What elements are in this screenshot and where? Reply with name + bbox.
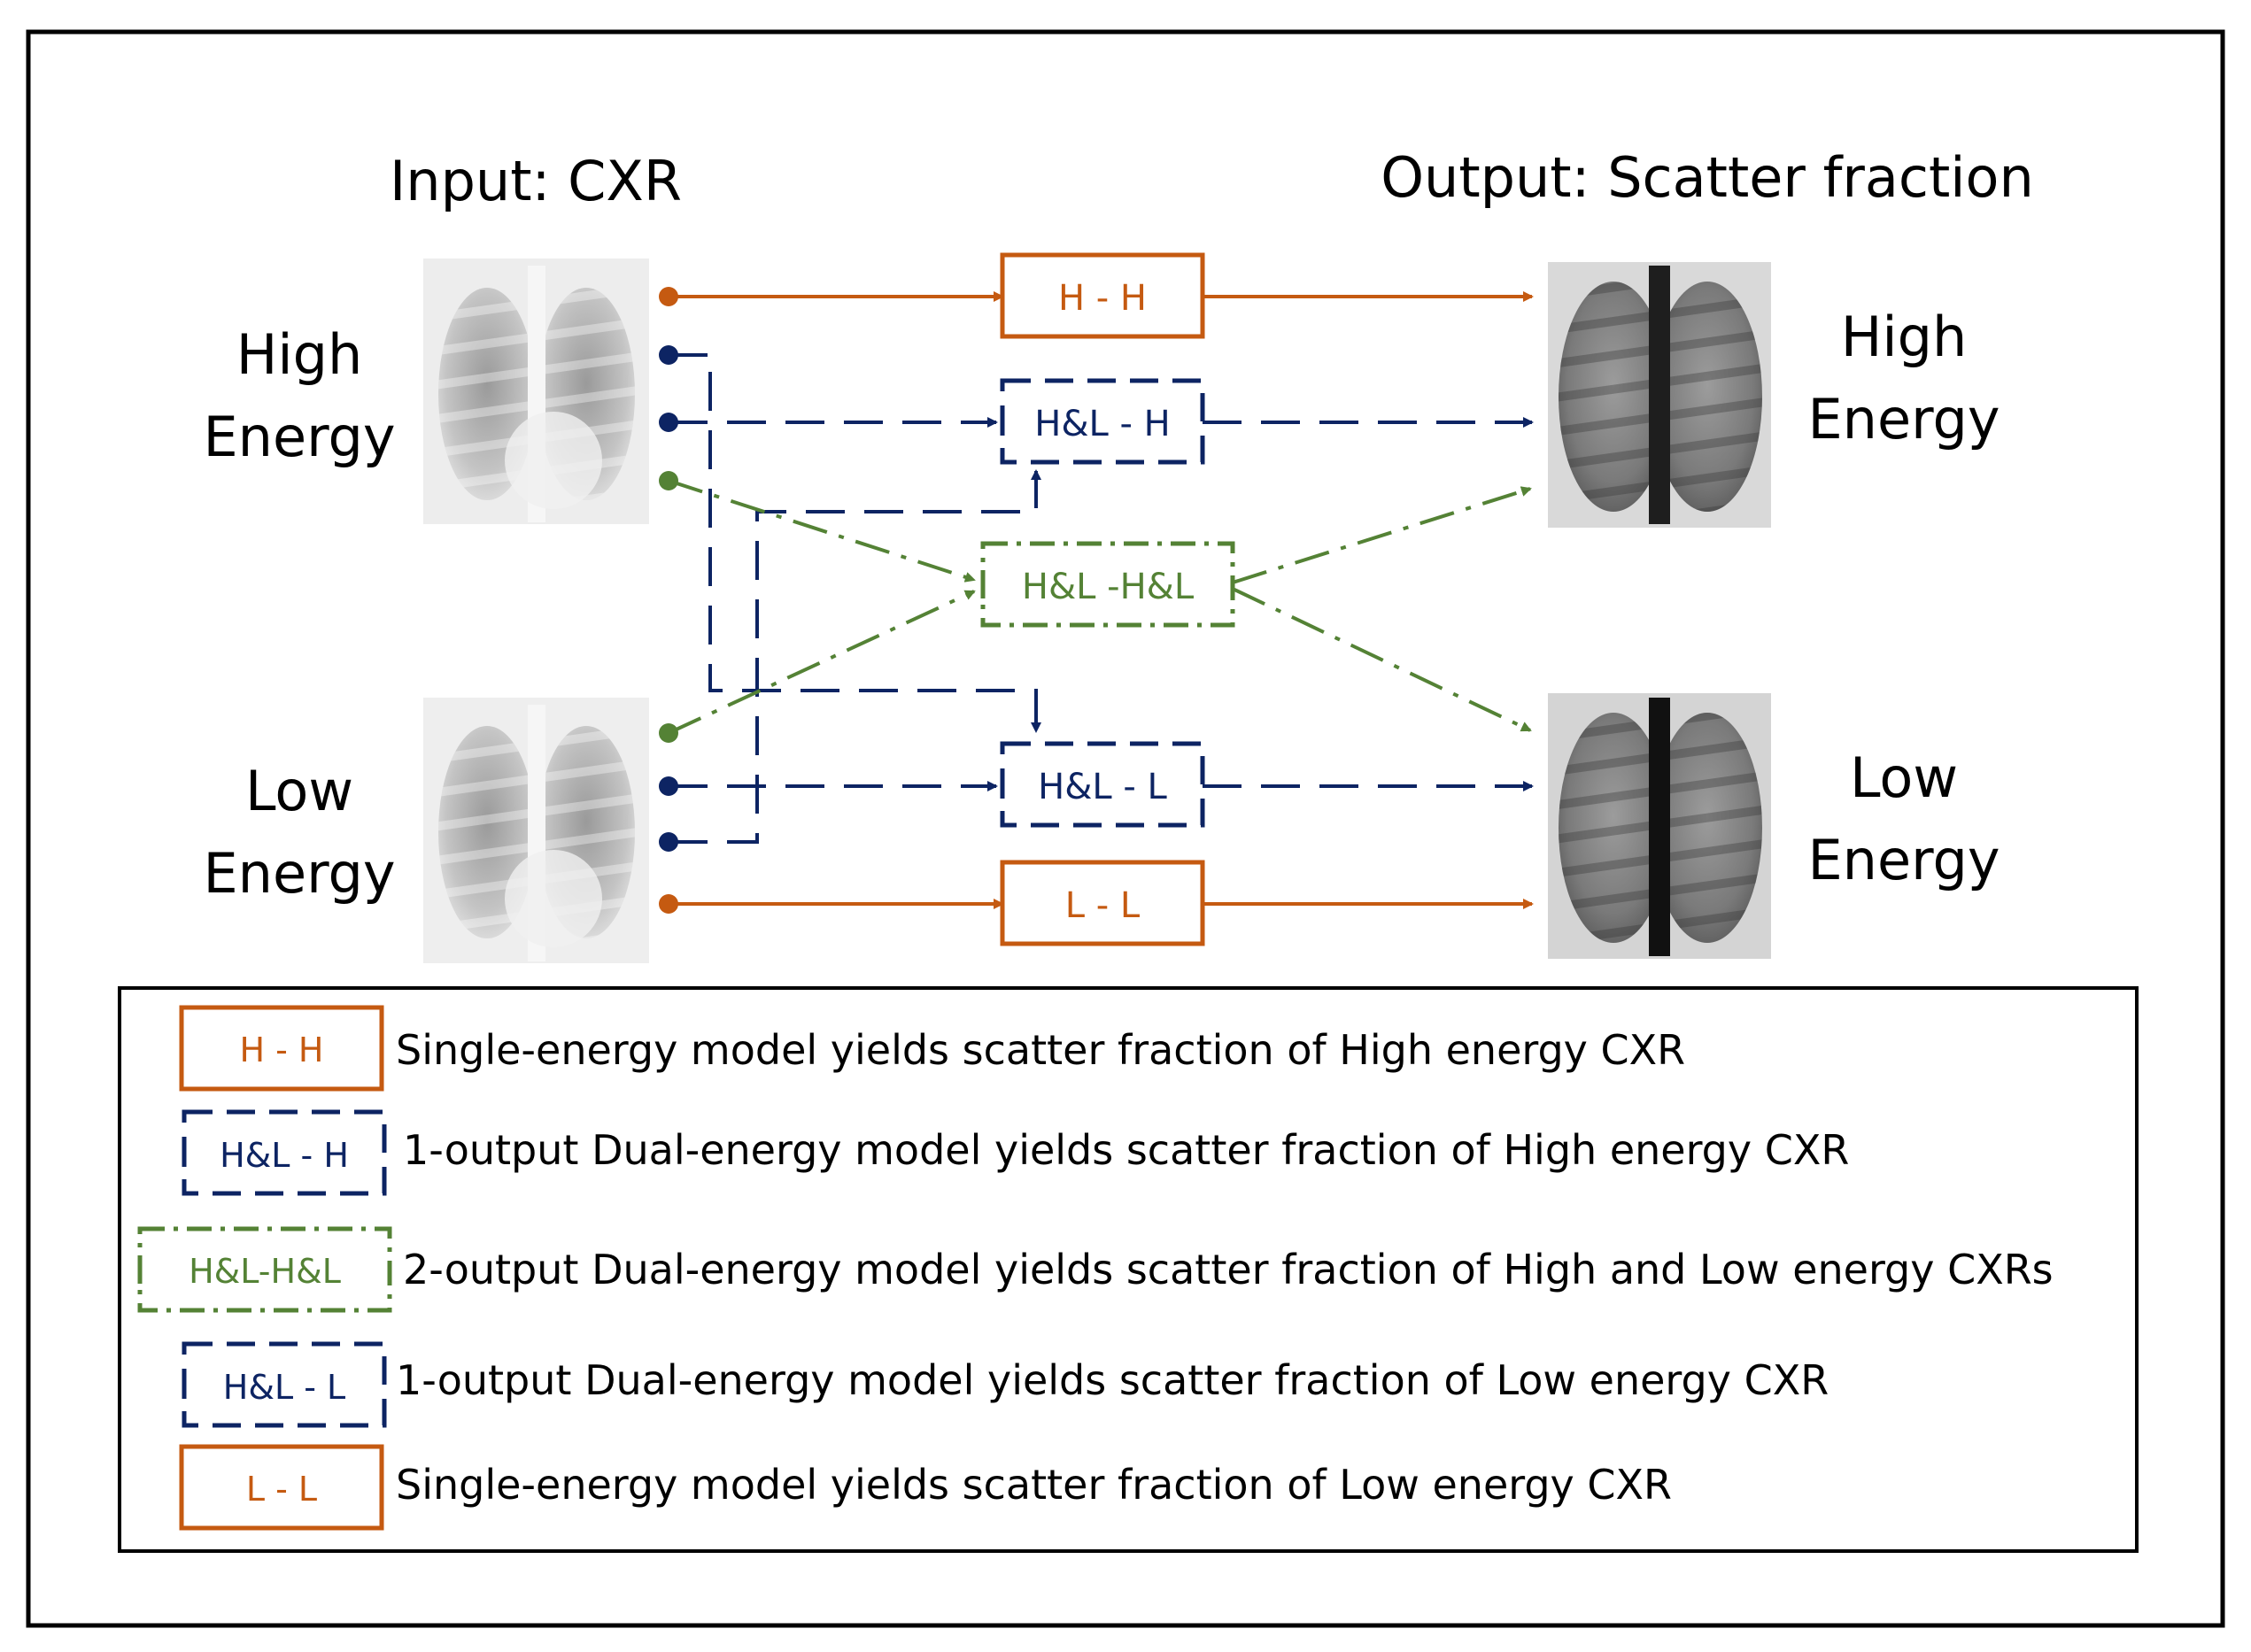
legend-box-hlh-label: H&L - H [220,1136,349,1175]
connector-hlhl-high-dot [659,471,678,490]
model-box-hll-label: H&L - L [1038,767,1167,807]
input-high-label-line2: Energy [203,405,395,469]
legend-text-hh: Single-energy model yields scatter fract… [396,1026,1685,1074]
connector-hlhl-low-dot [659,723,678,743]
legend-row-hh: H - H Single-energy model yields scatter… [179,1005,1685,1092]
model-box-ll-label: L - L [1065,885,1141,926]
connector-hll [669,353,1534,791]
input-low-label-line2: Energy [203,841,395,906]
legend-box-ll-label: L - L [246,1470,317,1509]
connector-hlhl [668,479,1532,735]
legend-box-hh-label: H - H [239,1031,323,1069]
model-box-hh-label: H - H [1058,278,1147,319]
connector-ll-dot [659,894,678,914]
output-high-label-line2: Energy [1807,387,2000,452]
legend-frame [118,986,2139,1553]
output-high-label-line1: High [1841,305,1968,369]
legend-text-hlh: 1-output Dual-energy model yields scatte… [403,1126,1849,1174]
legend-row-ll: L - L Single-energy model yields scatter… [179,1444,1672,1531]
legend-text-hlhl: 2-output Dual-energy model yields scatte… [403,1246,2054,1293]
model-box-hlhl-label: H&L -H&L [1022,567,1195,607]
legend-box-hll-label: H&L - L [223,1368,345,1407]
input-heading: Input: CXR [390,149,682,213]
legend-box-hlhl-label: H&L-H&L [189,1252,341,1291]
legend-row-hlhl: H&L-H&L 2-output Dual-energy model yield… [137,1226,2054,1313]
model-box-hlh-label: H&L - H [1034,404,1171,444]
outer-frame [26,29,2225,1628]
legend-row-hll: H&L - L 1-output Dual-energy model yield… [182,1341,1829,1428]
connector-hlh-dot [659,413,678,432]
output-low-label-line2: Energy [1807,828,2000,892]
model-box-hlhl: H&L -H&L [980,541,1235,628]
output-heading: Output: Scatter fraction [1381,145,2034,210]
connector-hlh-low-dot [659,832,678,852]
connector-hll-high-dot [659,345,678,365]
input-high-label-line1: High [236,322,363,387]
output-scatter-low-image [1548,693,1771,959]
model-box-ll: L - L [1000,860,1205,946]
legend-text-ll: Single-energy model yields scatter fract… [396,1461,1672,1509]
output-scatter-high-image [1548,262,1771,528]
connector-hll-dot [659,776,678,796]
connector-hh-dot [659,287,678,306]
model-box-hll: H&L - L [1000,741,1205,828]
model-box-hh: H - H [1000,252,1205,339]
input-low-label-line1: Low [245,759,353,823]
input-cxr-low-image [423,698,649,963]
legend-text-hll: 1-output Dual-energy model yields scatte… [396,1356,1829,1404]
model-box-hlh: H&L - H [1000,378,1205,465]
output-low-label-line1: Low [1850,745,1958,810]
input-cxr-high-image [423,259,649,524]
legend-row-hlh: H&L - H 1-output Dual-energy model yield… [182,1109,1849,1196]
connector-hlh [669,417,1534,844]
